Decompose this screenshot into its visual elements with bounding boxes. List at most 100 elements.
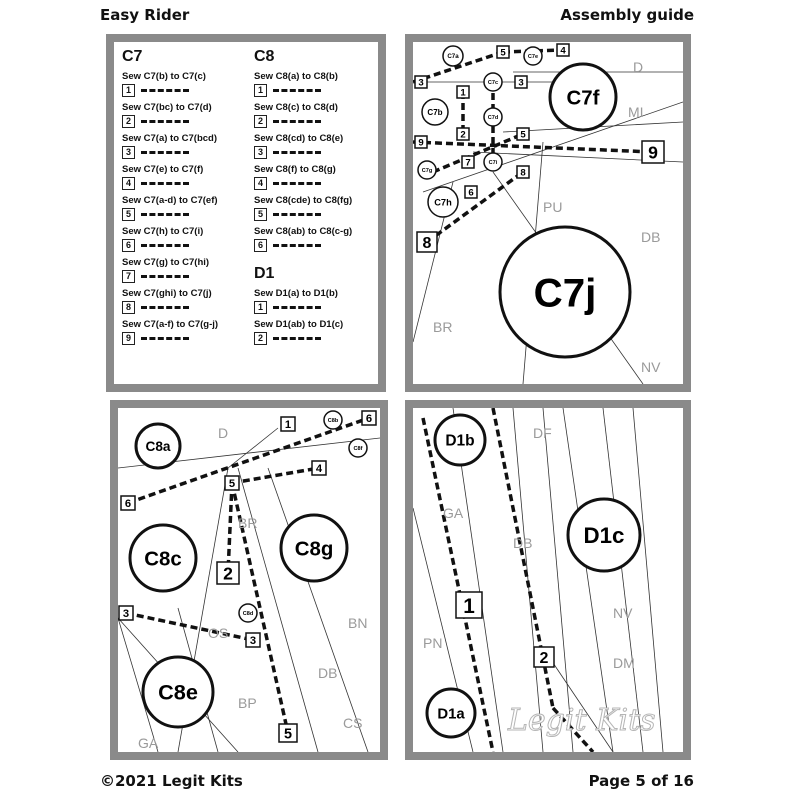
seam-line bbox=[127, 416, 370, 505]
step-number-box: 1 bbox=[254, 301, 267, 314]
step-marker: 6 bbox=[122, 239, 218, 252]
piece-outline bbox=[562, 408, 614, 752]
svg-text:C7f: C7f bbox=[567, 86, 600, 109]
step-marker-square: 5 bbox=[516, 127, 530, 141]
step-marker-square: 8 bbox=[516, 165, 530, 179]
piece-label-c8f: C8f bbox=[348, 438, 368, 458]
seam-line bbox=[413, 140, 654, 154]
svg-text:D1a: D1a bbox=[437, 706, 465, 722]
step-marker-square: 5 bbox=[224, 475, 240, 491]
step-marker-square: 5 bbox=[496, 45, 510, 59]
seam-line bbox=[425, 170, 525, 244]
step-marker-square: 4 bbox=[311, 460, 327, 476]
copyright: ©2021 Legit Kits bbox=[100, 772, 243, 790]
svg-text:7: 7 bbox=[465, 158, 470, 169]
legit-kits-watermark-logo: Legit Kits bbox=[507, 703, 656, 738]
step-number-box: 7 bbox=[122, 270, 135, 283]
seam-line-legend bbox=[273, 120, 321, 123]
step-marker-square: 7 bbox=[461, 155, 475, 169]
piece-label-c8e: C8e bbox=[141, 655, 215, 729]
svg-text:C8c: C8c bbox=[144, 547, 182, 570]
step-number-box: 1 bbox=[122, 84, 135, 97]
fabric-code-label: DB bbox=[513, 535, 532, 551]
step-text: Sew C7(ghi) to C7(j) bbox=[122, 288, 212, 299]
step-marker-square: 3 bbox=[118, 605, 134, 621]
svg-text:6: 6 bbox=[125, 498, 131, 510]
seam-line bbox=[502, 48, 564, 54]
step-marker-square: 1 bbox=[456, 85, 470, 99]
piece-label-c8a: C8a bbox=[134, 422, 182, 470]
svg-text:2: 2 bbox=[540, 650, 549, 667]
piece-label-c7a: C7a bbox=[442, 45, 464, 67]
seam-line bbox=[226, 482, 234, 574]
seam-line bbox=[413, 50, 504, 84]
step-number-box: 4 bbox=[254, 177, 267, 190]
seam-line-legend bbox=[141, 213, 189, 216]
step-text: Sew C8(cd) to C8(e) bbox=[254, 133, 344, 144]
c8-section-title: C8 bbox=[254, 48, 275, 65]
seam-line-legend bbox=[141, 306, 189, 309]
step-marker-square: 3 bbox=[414, 75, 428, 89]
piece-outline bbox=[227, 427, 279, 469]
seam-line bbox=[231, 466, 320, 485]
seam-line-legend bbox=[273, 306, 321, 309]
fabric-code-label: NV bbox=[641, 359, 661, 375]
svg-text:5: 5 bbox=[500, 48, 506, 59]
seam-line-legend bbox=[141, 337, 189, 340]
step-marker: 1 bbox=[122, 84, 218, 97]
step-text: Sew C8(a) to C8(b) bbox=[254, 71, 338, 82]
piece-outline bbox=[237, 467, 319, 752]
seam-line-legend bbox=[273, 182, 321, 185]
svg-text:D1b: D1b bbox=[445, 433, 474, 450]
svg-text:2: 2 bbox=[223, 564, 233, 584]
piece-label-d1b: D1b bbox=[433, 413, 487, 467]
step-marker: 5 bbox=[254, 208, 352, 221]
fabric-code-label: BR bbox=[433, 319, 452, 335]
svg-text:C7j: C7j bbox=[534, 270, 597, 315]
fabric-code-label: DF bbox=[533, 425, 552, 441]
piece-label-c7b: C7b bbox=[421, 98, 449, 126]
step-number-box: 1 bbox=[254, 84, 267, 97]
svg-text:C8b: C8b bbox=[328, 418, 339, 424]
seam-line-legend bbox=[273, 213, 321, 216]
step-number-box: 6 bbox=[254, 239, 267, 252]
seam-line-legend bbox=[141, 89, 189, 92]
fabric-code-label: BN bbox=[348, 615, 367, 631]
step-marker: 1 bbox=[254, 84, 352, 97]
svg-text:D1c: D1c bbox=[584, 523, 625, 548]
step-marker: 1 bbox=[254, 301, 352, 314]
fabric-code-label: D bbox=[633, 59, 643, 75]
step-number-box: 3 bbox=[122, 146, 135, 159]
step-text: Sew C7(bc) to C7(d) bbox=[122, 102, 212, 113]
seam-line-legend bbox=[141, 182, 189, 185]
step-marker: 5 bbox=[122, 208, 218, 221]
step-marker: 8 bbox=[122, 301, 218, 314]
step-marker-square: 5 bbox=[278, 723, 298, 743]
step-text: Sew C7(b) to C7(c) bbox=[122, 71, 206, 82]
step-number-box: 2 bbox=[254, 332, 267, 345]
piece-label-c8b: C8b bbox=[323, 410, 343, 430]
svg-text:4: 4 bbox=[560, 46, 566, 57]
step-marker-square: 4 bbox=[556, 43, 570, 57]
svg-text:1: 1 bbox=[460, 88, 466, 99]
c7-section-title: C7 bbox=[122, 48, 143, 65]
svg-text:2: 2 bbox=[460, 130, 465, 141]
step-marker-square: 2 bbox=[456, 127, 470, 141]
step-text: Sew C7(a) to C7(bcd) bbox=[122, 133, 218, 144]
seam-line-legend bbox=[273, 337, 321, 340]
piece-label-c7c: C7c bbox=[483, 72, 503, 92]
svg-text:C8g: C8g bbox=[295, 537, 334, 560]
step-marker-square: 9 bbox=[414, 135, 428, 149]
piece-outline bbox=[542, 408, 574, 752]
svg-text:C7c: C7c bbox=[488, 80, 498, 86]
step-marker-square: 3 bbox=[245, 632, 261, 648]
step-marker: 2 bbox=[254, 115, 352, 128]
step-marker-square: 6 bbox=[120, 495, 136, 511]
step-marker: 4 bbox=[122, 177, 218, 190]
piece-label-d1c: D1c bbox=[566, 497, 642, 573]
step-number-box: 9 bbox=[122, 332, 135, 345]
svg-text:5: 5 bbox=[229, 478, 235, 490]
